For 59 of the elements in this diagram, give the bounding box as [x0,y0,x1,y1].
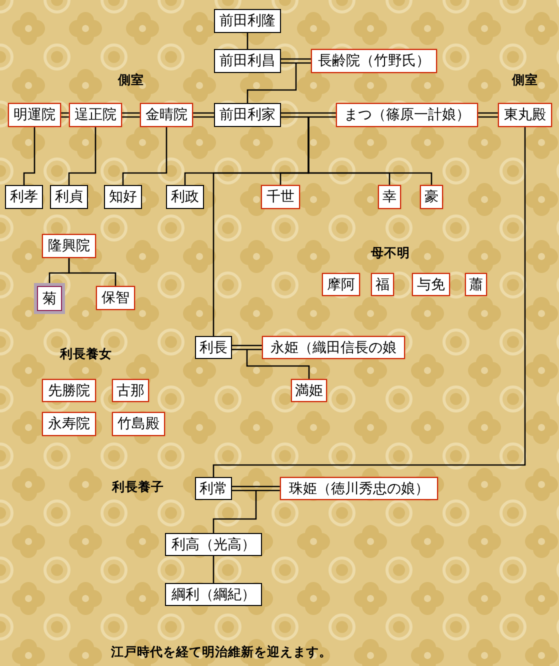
name-box: 前田利昌 [214,49,281,73]
double-line [477,112,499,118]
connector-line [212,556,214,583]
double-line [280,58,312,64]
footnote-text: 江戸時代を経て明治維新を迎えます。 [111,645,332,659]
name-box: 長齢院（竹野氏） [311,49,437,73]
connector-line [246,33,248,49]
name-box: 珠姫（徳川秀忠の娘） [280,477,438,500]
double-line [192,112,215,118]
name-box: 綱利（綱紀） [165,583,262,606]
connector-line [212,127,526,477]
name-box: 知好 [104,185,142,209]
name-box: 利政 [166,185,204,209]
connector-line [212,118,310,336]
name-box: 福 [371,273,394,296]
name-box: 蕭 [465,273,487,296]
group-label: 利長養子 [112,480,164,494]
double-line [231,344,263,350]
name-box: 利常 [195,477,232,500]
connector-line [246,64,297,103]
name-box: 保智 [96,286,135,310]
name-box: 満姫 [291,379,327,402]
name-box: 前田利家 [214,103,281,127]
connector-line [68,127,96,185]
name-box: 逞正院 [69,103,122,127]
name-box: 利高（光高） [165,533,262,556]
name-box: 利貞 [50,185,88,209]
connector-line [23,127,36,185]
connector-line [212,491,257,533]
name-box: 先勝院 [42,379,96,402]
name-box: 利長 [195,336,232,359]
name-box: 幸 [378,185,401,209]
double-line [280,112,337,118]
name-box: 菊 [34,283,65,314]
group-label: 母不明 [371,246,410,260]
connector-line [122,127,168,185]
name-box: 明運院 [8,103,61,127]
name-box: 摩阿 [322,273,360,296]
name-box: 古那 [112,379,149,402]
name-box: 与免 [412,273,450,296]
name-box: 竹島殿 [112,412,165,436]
group-label: 側室 [512,73,538,87]
name-box: 隆興院 [42,234,96,258]
name-box: 金晴院 [140,103,193,127]
name-box: 東丸殿 [498,103,552,127]
double-line [60,112,70,118]
name-box: まつ（篠原一計娘） [336,103,478,127]
group-label: 利長養女 [60,347,112,361]
name-box: 前田利隆 [214,9,281,33]
name-box: 千世 [261,185,300,209]
double-line [121,112,141,118]
group-label: 側室 [118,73,144,87]
connector-line [246,350,310,379]
name-box: 永姫（織田信長の娘 [262,336,405,359]
connector-line [68,258,116,286]
name-box: 永寿院 [42,412,96,436]
name-box: 利孝 [5,185,43,209]
name-box: 豪 [420,185,443,209]
double-line [231,486,281,492]
